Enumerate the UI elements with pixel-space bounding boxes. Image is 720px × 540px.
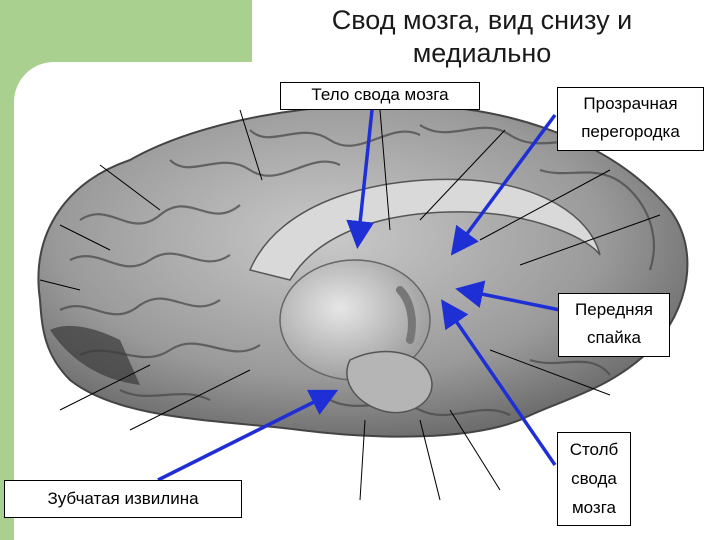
- decorative-green-strip: [0, 0, 14, 540]
- arrow-body-of-fornix: [346, 109, 375, 249]
- label-column-of-fornix: Столб свода мозга: [557, 432, 631, 526]
- fornix-column: [396, 286, 416, 344]
- slide-title: Свод мозга, вид снизу и медиально: [331, 5, 633, 68]
- arrow-column-fornix: [441, 299, 557, 466]
- label-dentate-gyrus: Зубчатая извилина: [4, 480, 242, 518]
- arrow-septum: [450, 113, 557, 256]
- label-body-of-fornix: Тело свода мозга: [280, 82, 480, 110]
- label-septum-pellucidum: Прозрачная перегородка: [557, 87, 704, 151]
- label-anterior-commissure: Передняя спайка: [558, 293, 670, 357]
- hippocampus: [346, 350, 433, 414]
- arrow-dentate-gyrus: [157, 389, 339, 482]
- temporal-shadow: [50, 325, 140, 385]
- blue-arrows: [157, 109, 561, 482]
- decorative-white-notch: [14, 62, 252, 120]
- arrow-anterior-commissure: [455, 280, 561, 312]
- pointer-lines: [39, 109, 661, 501]
